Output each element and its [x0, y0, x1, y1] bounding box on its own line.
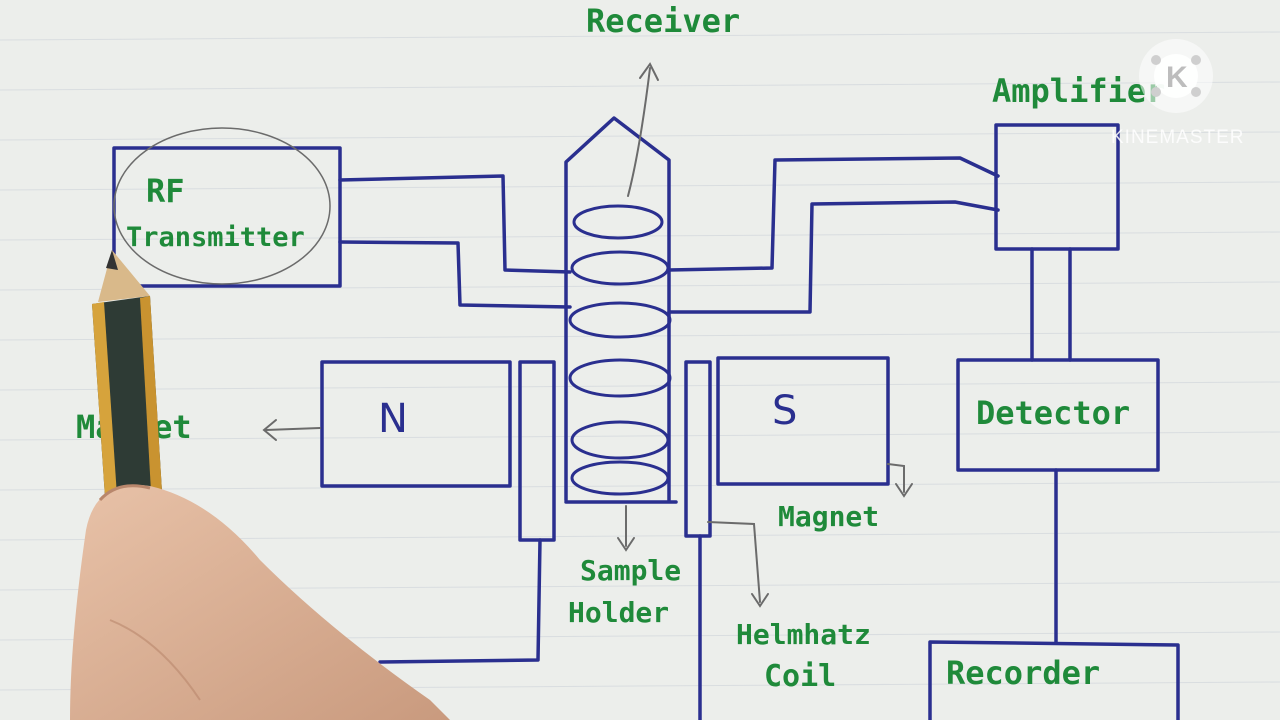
label-amplifier: Amplifier — [992, 72, 1165, 110]
wire-rf-upper — [338, 174, 572, 274]
recorder-box — [928, 640, 1180, 720]
label-helmholtz: Helmhatz — [736, 618, 871, 651]
label-rf: RF — [146, 172, 185, 210]
helmholtz-plate-left — [518, 360, 556, 542]
magnet-left-arrow — [265, 427, 321, 431]
label-recorder: Recorder — [946, 654, 1100, 692]
label-sample: Sample — [580, 554, 681, 587]
wire-amp-lower — [667, 200, 1000, 314]
label-holder: Holder — [568, 596, 669, 629]
kinemaster-brand: KINEMASTER — [1111, 127, 1245, 148]
wire-rf-lower — [338, 240, 572, 309]
detector-box — [956, 358, 1160, 472]
label-receiver: Receiver — [586, 2, 740, 40]
rf-scribble — [113, 127, 331, 285]
label-transmitter: Transmitter — [126, 222, 305, 253]
magnet-n-box — [320, 360, 512, 488]
helmholtz-plate-right — [684, 360, 712, 538]
kinemaster-watermark: K KINEMASTER — [1111, 39, 1245, 148]
label-south: S — [772, 388, 797, 434]
rf-transmitter-box — [112, 146, 342, 288]
label-magnet-right: Magnet — [778, 500, 879, 533]
pointing-hand — [70, 484, 450, 720]
magnet-s-box — [716, 356, 890, 486]
magnet-right-arrow — [887, 463, 905, 493]
receiver-arrow — [627, 67, 651, 197]
label-north: N — [378, 396, 408, 442]
label-coil: Coil — [764, 659, 836, 694]
helmholtz-arrow — [707, 521, 761, 603]
receiver-tube — [564, 116, 671, 502]
wire-amp-upper — [667, 156, 1000, 272]
diagram-ink — [102, 116, 1180, 720]
label-detector: Detector — [976, 394, 1130, 432]
kinemaster-logo-letter: K — [1166, 61, 1188, 94]
amplifier-box — [994, 123, 1120, 251]
receiver-coil — [568, 204, 672, 496]
annotation-arrows — [113, 62, 913, 608]
